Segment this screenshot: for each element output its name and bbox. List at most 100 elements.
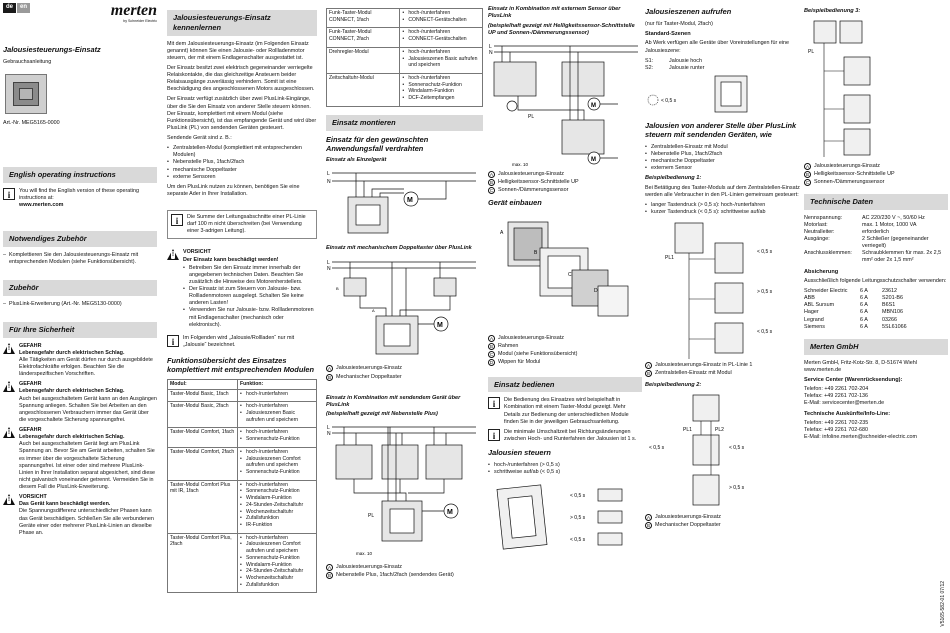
tab-de[interactable]: de bbox=[3, 3, 17, 13]
section-english: English operating instructions bbox=[3, 166, 157, 183]
table-row: Taster-Modul Comfort, 2fachhoch-/runterf… bbox=[166, 446, 317, 481]
svg-text:max. 10: max. 10 bbox=[356, 551, 373, 556]
english-note-text: You will find the English version of the… bbox=[19, 187, 139, 201]
header-row: de en merten by Schneider Electric bbox=[3, 3, 157, 24]
paragraph: Sendende Gerät sind z. B.: bbox=[167, 135, 232, 142]
svg-text:M: M bbox=[437, 322, 443, 329]
svg-text:< 0,5 s: < 0,5 s bbox=[570, 493, 586, 499]
list-item: Nebenstelle Plus, 1fach/2fach bbox=[167, 159, 317, 166]
spec-row: Motorlast:max. 1 Motor, 1000 VA bbox=[804, 221, 917, 228]
section-merten: Merten GmbH bbox=[804, 338, 948, 355]
sender-list: Zentralstellen-Modul (komplettiert mit e… bbox=[167, 145, 317, 181]
svg-text:M: M bbox=[591, 103, 596, 109]
scene-subtitle: (nur für Taster-Modul, 2fach) bbox=[645, 20, 713, 27]
example-2-diagram: PL1 PL2 < 0,5 s < 0,5 s > 0,5 s bbox=[649, 394, 745, 506]
warning-icon bbox=[3, 494, 15, 506]
list-item: Zentralstellen-Einsatz mit Modul bbox=[645, 144, 800, 151]
company-address: Merten GmbH, Fritz-Kotz-Str. 8, D-51674 … bbox=[804, 359, 917, 366]
section-safety: Für Ihre Sicherheit bbox=[3, 321, 157, 338]
paragraph: Um den PlusLink nutzen zu können, benöti… bbox=[167, 183, 300, 197]
svg-text:PL1: PL1 bbox=[683, 427, 692, 433]
section-tech: Technische Daten bbox=[804, 193, 948, 210]
heading-pluslink-control: Jalousien von anderer Stelle über PlusLi… bbox=[645, 121, 797, 139]
paragraph: Ausschließlich folgende Leitungsschutzsc… bbox=[804, 277, 947, 284]
section-kennenlernen: Jalousiesteuerungs-Einsatz kennenlernen bbox=[167, 10, 317, 36]
service-email[interactable]: E-Mail: servicecenter@merten.de bbox=[804, 400, 885, 407]
sender-list: Zentralstellen-Einsatz mit Modul Nebenst… bbox=[645, 144, 800, 173]
svg-text:N: N bbox=[327, 179, 331, 185]
wiring-diagram-sensor: LN M M PL max. 10 bbox=[489, 44, 638, 167]
svg-text:D: D bbox=[594, 288, 598, 294]
doc-subtitle: Gebrauchsanleitung bbox=[3, 58, 52, 65]
section-zubehoer-2: Zubehör bbox=[3, 280, 157, 296]
heading-example-3: Beispielbedienung 3: bbox=[804, 8, 861, 14]
paragraph: Der Einsatz besitzt zwei elektrisch gege… bbox=[167, 64, 315, 93]
table-row: Taster-Modul Comfort, 1fachhoch-/runterf… bbox=[166, 427, 317, 448]
table-row: Funk-Taster-Modul CONNECT, 1fachhoch-/ru… bbox=[325, 7, 483, 29]
list-item: langer Tastendruck (> 0,5 s): hoch-/runt… bbox=[645, 202, 800, 209]
scene-diagram: < 0,5 s bbox=[647, 75, 748, 113]
spec-row: Anschlussklemmen:Schraubklemmen für max.… bbox=[804, 250, 942, 264]
list-item: schrittweise auf/ab (< 0,5 s) bbox=[488, 469, 642, 476]
list-item: mechanische Doppeltaster bbox=[645, 158, 800, 165]
svg-text:L: L bbox=[489, 44, 492, 50]
spec-row: Neutralleiter:erforderlich bbox=[804, 228, 889, 235]
warning-icon bbox=[167, 249, 179, 261]
figure-caption-sub: (beispielhaft gezeigt mit Nebenstelle Pl… bbox=[326, 411, 438, 418]
english-url[interactable]: www.merten.com bbox=[19, 201, 64, 208]
list-item: externem Sensor bbox=[645, 165, 800, 172]
control-diagram: < 0,5 s > 0,5 s < 0,5 s bbox=[496, 484, 623, 550]
control-list: hoch-/runterfahren (> 0,5 s) schrittweis… bbox=[488, 462, 642, 476]
paragraph: Der Einsatz verfügt zusätzlich über zwei… bbox=[167, 96, 317, 131]
svg-text:M: M bbox=[447, 509, 453, 516]
info-icon: i bbox=[3, 187, 15, 200]
zubehoer-2-item: PlusLink-Erweiterung (Art.-Nr. MEG5130-0… bbox=[3, 301, 157, 308]
svg-text:< 0,5 s: < 0,5 s bbox=[661, 98, 677, 104]
column-3: Funk-Taster-Modul CONNECT, 1fachhoch-/ru… bbox=[325, 0, 483, 633]
scene-s1: S1:Jalousie hoch bbox=[645, 57, 702, 64]
logo-subtitle: by Schneider Electric bbox=[123, 19, 157, 23]
svg-text:A: A bbox=[372, 308, 375, 313]
heading-info-line: Technische Auskünfte/Info-Line: bbox=[804, 410, 891, 417]
heading-function-overview: Funktionsübersicht des Einsatzes komplet… bbox=[167, 356, 315, 374]
info-email[interactable]: E-Mail: infoline.merten@schneider-electr… bbox=[804, 434, 918, 441]
zubehoer-item: Komplettieren Sie den Jalousiesteuerungs… bbox=[3, 252, 157, 266]
svg-text:L: L bbox=[327, 425, 330, 431]
svg-text:M: M bbox=[407, 197, 413, 204]
svg-text:L: L bbox=[327, 260, 330, 266]
tab-en[interactable]: en bbox=[17, 3, 31, 13]
list-item: hoch-/runterfahren (> 0,5 s) bbox=[488, 462, 642, 469]
table-row: Funk-Taster-Modul CONNECT, 2fachhoch-/ru… bbox=[325, 27, 483, 48]
info-fax: Telefax: +49 2261 702-680 bbox=[804, 427, 868, 434]
figure-caption: Einsatz in Kombination mit sendendem Ger… bbox=[326, 394, 461, 409]
figure-caption-sub: (beispielhaft gezeigt mit Helligkeitssen… bbox=[488, 22, 635, 37]
heading-control: Jalousien steuern bbox=[488, 448, 551, 458]
table-row: Zeitschaltuhr-Modulhoch-/runterfahrenSon… bbox=[325, 73, 483, 107]
table-row: Taster-Modul Comfort Plus mit IR, 1fachh… bbox=[166, 479, 317, 534]
heading-example-1: Beispielbedienung 1: bbox=[645, 175, 702, 182]
paragraph: Mit dem Jalousiesteuerungs-Einsatz (im F… bbox=[167, 40, 309, 61]
article-number: Art.-Nr. MEG5165-0000 bbox=[3, 119, 60, 126]
svg-text:< 0,5 s: < 0,5 s bbox=[729, 445, 745, 451]
column-2: Jalousiesteuerungs-Einsatz kennenlernen … bbox=[166, 0, 317, 633]
table-row: Drehregler-Modulhoch-/runterfahrenJalous… bbox=[325, 46, 483, 75]
svg-text:A: A bbox=[500, 230, 504, 236]
paragraph: Ab Werk verfügen alle Geräte über Vorein… bbox=[645, 40, 790, 54]
figure-caption: Einsatz als Einzelgerät bbox=[326, 157, 387, 164]
heading-standard-scenes: Standard-Szenen bbox=[645, 31, 691, 37]
company-url[interactable]: www.merten.de bbox=[804, 366, 842, 373]
